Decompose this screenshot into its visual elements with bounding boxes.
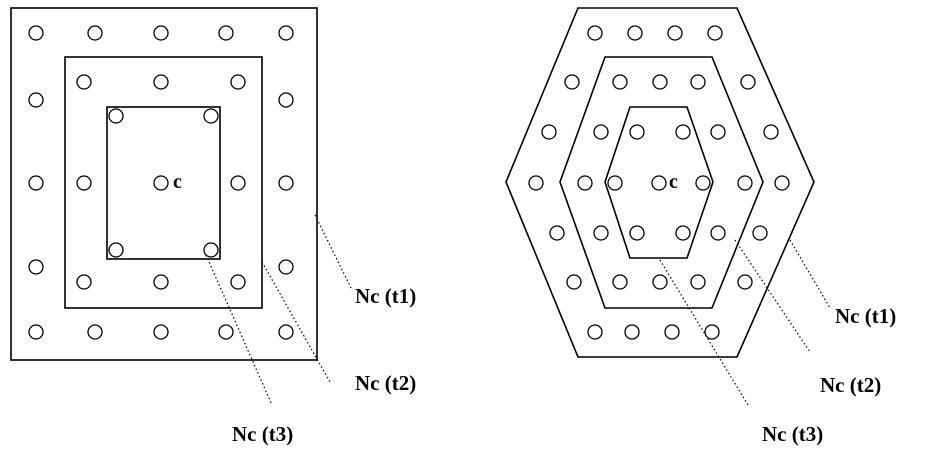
- rect-node-6: [278, 92, 294, 108]
- hex-leader-t1: [789, 239, 831, 309]
- rectangular-diagram: c Nc (t1) Nc (t2) Nc (t3): [10, 7, 416, 446]
- hex-node-33: [695, 175, 711, 191]
- hex-node-19: [652, 74, 668, 90]
- hex-node-10: [549, 225, 565, 241]
- rect-node-21: [76, 274, 92, 290]
- hex-node-18: [612, 74, 628, 90]
- rect-node-27: [203, 242, 219, 258]
- rect-ring-t1: [10, 7, 318, 361]
- hexagonal-diagram: c Nc (t1) Nc (t2) Nc (t3): [505, 7, 896, 446]
- hex-node-8: [528, 175, 544, 191]
- hex-node-group: [528, 25, 790, 340]
- hex-ring-t3: [604, 106, 714, 259]
- rect-node-10: [278, 259, 294, 275]
- hex-node-22: [710, 124, 726, 140]
- rect-node-17: [153, 74, 169, 90]
- hex-node-36: [651, 175, 667, 191]
- rect-node-13: [153, 324, 169, 340]
- rect-node-26: [108, 242, 124, 258]
- hex-node-32: [607, 175, 623, 191]
- hex-node-7: [763, 124, 779, 140]
- hex-node-20: [690, 74, 706, 90]
- rect-label-t3: Nc (t3): [232, 422, 293, 446]
- rect-node-0: [28, 25, 44, 41]
- rect-node-18: [230, 74, 246, 90]
- hex-node-24: [737, 175, 753, 191]
- hex-node-34: [629, 225, 645, 241]
- rect-node-22: [153, 274, 169, 290]
- rect-node-28: [153, 175, 169, 191]
- hex-node-26: [710, 225, 726, 241]
- rect-node-5: [28, 92, 44, 108]
- hex-node-28: [652, 274, 668, 290]
- hex-node-3: [707, 25, 723, 41]
- rect-leader-t3: [205, 254, 273, 406]
- hex-label-t2: Nc (t2): [820, 373, 881, 397]
- hex-node-11: [752, 225, 768, 241]
- hex-leader-t2: [734, 239, 811, 353]
- hex-node-25: [593, 225, 609, 241]
- rect-leader-t2: [261, 261, 331, 383]
- rect-node-25: [203, 108, 219, 124]
- rect-node-15: [278, 324, 294, 340]
- rect-ring-t2: [64, 56, 263, 309]
- hex-node-16: [664, 324, 680, 340]
- hex-node-35: [675, 225, 691, 241]
- rect-node-4: [278, 25, 294, 41]
- hex-node-23: [577, 175, 593, 191]
- rect-node-12: [87, 324, 103, 340]
- hex-label-t1: Nc (t1): [835, 304, 896, 328]
- hex-node-30: [629, 124, 645, 140]
- rect-ring-t3: [106, 106, 221, 260]
- rect-node-3: [218, 25, 234, 41]
- hex-node-1: [627, 25, 643, 41]
- rect-node-20: [230, 175, 246, 191]
- hex-node-5: [740, 74, 756, 90]
- hex-node-4: [564, 74, 580, 90]
- rect-node-1: [87, 25, 103, 41]
- hex-center-label: c: [669, 171, 678, 193]
- hex-leader-t3: [659, 259, 749, 406]
- hex-node-0: [587, 25, 603, 41]
- rect-node-group: [28, 25, 294, 340]
- rect-node-24: [108, 108, 124, 124]
- hex-node-9: [774, 175, 790, 191]
- hex-node-27: [612, 274, 628, 290]
- hex-ring-t2: [559, 56, 764, 309]
- hex-node-12: [566, 274, 582, 290]
- rect-label-t1: Nc (t1): [355, 284, 416, 308]
- hex-node-21: [593, 124, 609, 140]
- rect-node-9: [28, 259, 44, 275]
- rect-node-14: [218, 324, 234, 340]
- rect-node-8: [278, 175, 294, 191]
- hex-node-14: [587, 324, 603, 340]
- rect-node-16: [76, 74, 92, 90]
- hex-node-17: [704, 324, 720, 340]
- rect-center-label: c: [173, 171, 182, 193]
- rect-node-7: [28, 175, 44, 191]
- hex-node-13: [737, 274, 753, 290]
- rect-leader-t1: [314, 214, 353, 291]
- hex-node-6: [541, 124, 557, 140]
- rect-label-t2: Nc (t2): [355, 371, 416, 395]
- hex-node-2: [667, 25, 683, 41]
- hex-node-31: [675, 124, 691, 140]
- rect-node-23: [230, 274, 246, 290]
- hex-node-15: [624, 324, 640, 340]
- hex-label-t3: Nc (t3): [762, 422, 823, 446]
- hex-node-29: [690, 274, 706, 290]
- hex-ring-t1: [505, 7, 815, 358]
- rect-node-19: [76, 175, 92, 191]
- rect-node-11: [28, 324, 44, 340]
- rect-node-2: [153, 25, 169, 41]
